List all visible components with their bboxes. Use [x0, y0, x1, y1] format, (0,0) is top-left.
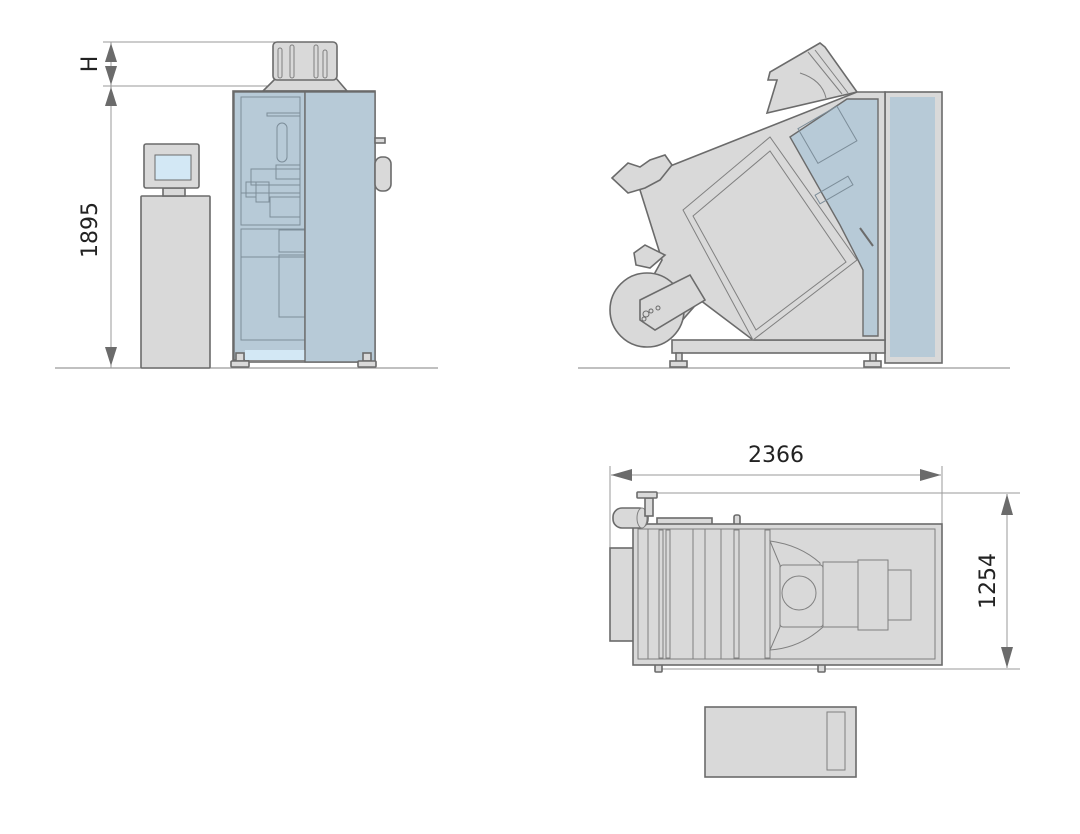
plan-view: 2366 1254	[609, 443, 1020, 778]
dimension-label-width: 1254	[976, 553, 1001, 609]
arrow-up-icon	[105, 87, 117, 106]
arrow-right-icon	[920, 469, 941, 481]
front-door	[304, 91, 376, 363]
length-dimension: 2366	[609, 443, 943, 550]
arrow-down-icon	[105, 347, 117, 366]
control-cabinet-plan	[704, 706, 857, 778]
height-dimension: H 1895	[78, 41, 282, 368]
machine-front	[230, 41, 392, 368]
side-view	[578, 42, 1010, 369]
machine-plan	[609, 491, 943, 673]
dimension-label-height: 1895	[78, 202, 103, 258]
arrow-left-icon	[611, 469, 632, 481]
control-cabinet	[140, 143, 211, 369]
dimension-label-h: H	[78, 56, 103, 73]
arrow-down-icon	[1001, 647, 1013, 668]
monitor-screen	[154, 154, 192, 181]
front-view: H 1895	[55, 41, 438, 369]
arrow-up-icon	[105, 43, 117, 62]
width-dimension: 1254	[655, 492, 1020, 670]
arrow-up-icon	[1001, 494, 1013, 515]
arrow-down-icon	[105, 66, 117, 85]
dimension-label-length: 2366	[748, 443, 804, 468]
